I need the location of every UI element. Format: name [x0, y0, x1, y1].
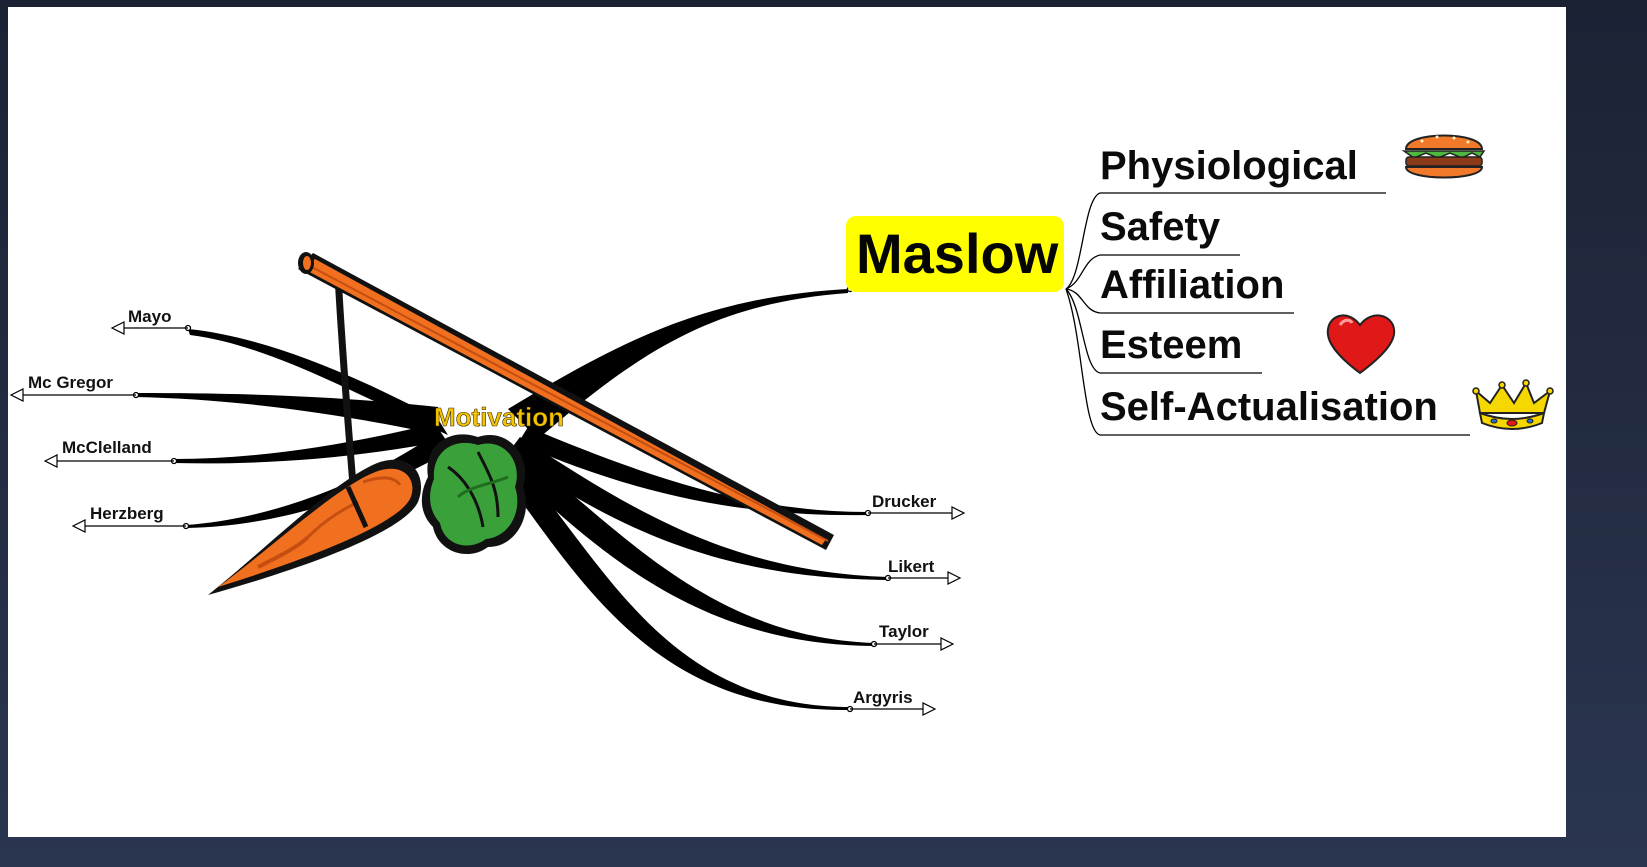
left-branch-mcclelland[interactable]: McClelland [45, 438, 174, 467]
branch-label-likert: Likert [888, 557, 935, 576]
branch-label-drucker: Drucker [872, 492, 937, 511]
collapse-arrow-icon[interactable] [73, 520, 85, 532]
right-branch-drucker[interactable]: Drucker [868, 492, 964, 519]
right-branch-taylor[interactable]: Taylor [874, 622, 953, 650]
collapse-arrow-icon[interactable] [112, 322, 124, 334]
burger-icon [1404, 136, 1484, 178]
left-branch-mcgregor[interactable]: Mc Gregor [11, 373, 136, 401]
maslow-label: Maslow [856, 222, 1059, 285]
collapse-arrow-icon[interactable] [952, 507, 964, 519]
collapse-arrow-icon[interactable] [11, 389, 23, 401]
branch-label-mcgregor: Mc Gregor [28, 373, 113, 392]
mindmap-svg: Mayo Mc Gregor McClelland Herzberg Druck… [8, 7, 1566, 837]
collapse-arrow-icon[interactable] [923, 703, 935, 715]
heart-icon [1328, 315, 1394, 373]
crown-icon [1473, 380, 1553, 429]
need-self-actualisation[interactable]: Self-Actualisation [1100, 385, 1438, 429]
collapse-arrow-icon[interactable] [948, 572, 960, 584]
branch-label-argyris: Argyris [853, 688, 913, 707]
branch-label-herzberg: Herzberg [90, 504, 164, 523]
need-esteem[interactable]: Esteem [1100, 323, 1242, 367]
branch-label-mcclelland: McClelland [62, 438, 152, 457]
need-affiliation[interactable]: Affiliation [1100, 263, 1284, 307]
branch-label-taylor: Taylor [879, 622, 929, 641]
collapse-arrow-icon[interactable] [941, 638, 953, 650]
mindmap-canvas: Mayo Mc Gregor McClelland Herzberg Druck… [8, 7, 1566, 837]
maslow-node[interactable]: Maslow [846, 216, 1064, 292]
need-physiological[interactable]: Physiological [1100, 144, 1358, 188]
left-branch-mayo[interactable]: Mayo [112, 307, 188, 334]
collapse-arrow-icon[interactable] [45, 455, 57, 467]
need-safety[interactable]: Safety [1100, 205, 1221, 249]
branch-label-mayo: Mayo [128, 307, 171, 326]
left-branch-herzberg[interactable]: Herzberg [73, 504, 186, 532]
right-branch-argyris[interactable]: Argyris [850, 688, 935, 715]
right-branch-likert[interactable]: Likert [888, 557, 960, 584]
central-topic[interactable]: Motivation [434, 402, 564, 432]
